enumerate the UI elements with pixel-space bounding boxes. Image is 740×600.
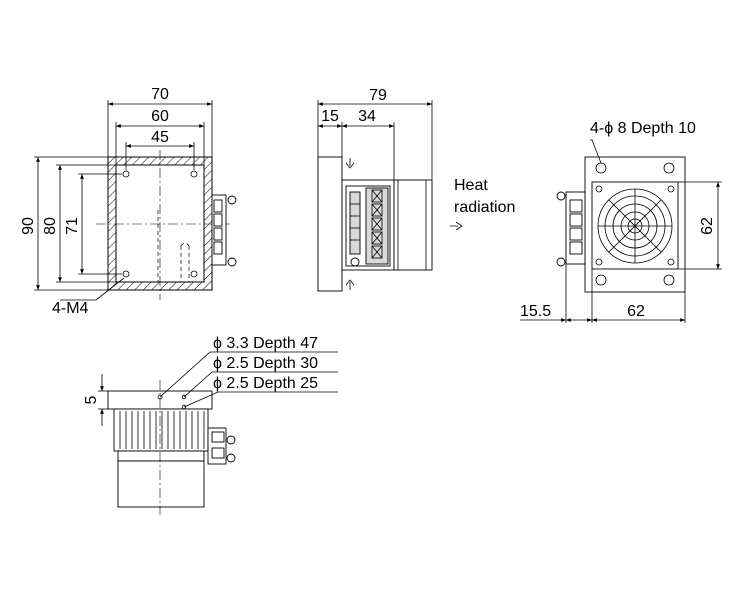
hole-3-label: ϕ 2.5 Depth 25 (213, 375, 318, 392)
dim-70-label: 70 (151, 86, 169, 103)
screw-leader: 4-M4 (52, 277, 125, 317)
dim-34-label: 34 (358, 108, 376, 125)
hole-leaders (159, 351, 338, 408)
dim-62-vertical-label: 62 (699, 217, 716, 235)
screw-hole-icon (122, 170, 130, 178)
fan-guard-icon (597, 188, 673, 264)
heat-label: Heat (454, 177, 488, 194)
dim-60-label: 60 (151, 108, 169, 125)
rear-dims: 62 15.5 62 (520, 181, 722, 323)
dim-90-label: 90 (20, 217, 37, 235)
rear-terminal-block (556, 191, 586, 267)
front-width-dims: 70 60 45 (107, 86, 213, 170)
heatsink-fins-icon (119, 411, 205, 449)
dim-15-label: 15 (321, 108, 339, 125)
screw-hole-icon (190, 270, 198, 278)
mount-hole-icon (663, 162, 675, 174)
airflow-up-arrow-icon (345, 279, 355, 290)
front-hidden-slot (180, 242, 190, 282)
side-terminal-block (345, 185, 391, 267)
bottom-heatsink (113, 408, 209, 452)
hole-1-label: ϕ 3.3 Depth 47 (213, 335, 318, 352)
front-height-dims: 90 80 71 (20, 156, 122, 291)
front-terminal-block (211, 194, 237, 267)
screw-hole-icon (190, 170, 198, 178)
bottom-thickness-dim: 5 (83, 374, 108, 426)
rear-mount-holes (595, 162, 675, 286)
hole-icon (181, 394, 187, 400)
front-screw-holes (122, 170, 198, 278)
hole-label: 4-ϕ 8 Depth 10 (590, 120, 696, 137)
screw-hole-icon (122, 270, 130, 278)
airflow-in-arrow-icon (345, 158, 355, 169)
hole-icon (157, 394, 163, 400)
radiation-label: radiation (454, 199, 515, 216)
screw-label: 4-M4 (52, 300, 89, 317)
hole-icon (181, 404, 187, 410)
bottom-terminal-block (207, 427, 236, 465)
hole-leader (590, 139, 602, 164)
hole-2-label: ϕ 2.5 Depth 30 (213, 355, 318, 372)
side-view: Heat radiation 79 15 34 (317, 87, 515, 292)
dim-79-label: 79 (369, 87, 387, 104)
dim-80-label: 80 (42, 217, 59, 235)
airflow-out-arrow-icon (450, 221, 463, 231)
dim-45-label: 45 (151, 129, 169, 146)
dim-15-5-label: 15.5 (520, 303, 551, 320)
mount-hole-icon (663, 274, 675, 286)
front-view: 70 60 45 90 80 71 4-M4 (20, 86, 237, 317)
dim-62-horizontal-label: 62 (627, 303, 645, 320)
bottom-holes (157, 394, 187, 410)
rear-view: 4-ϕ 8 Depth 10 62 15.5 62 (520, 120, 722, 323)
bottom-fan (117, 460, 205, 508)
dim-71-label: 71 (64, 217, 81, 235)
bottom-view: ϕ 3.3 Depth 47 ϕ 2.5 Depth 30 ϕ 2.5 Dept… (83, 335, 338, 515)
dim-5-label: 5 (83, 395, 100, 404)
mount-hole-icon (595, 274, 607, 286)
side-dims: 79 15 34 (317, 87, 433, 180)
side-mount-plate (317, 156, 343, 292)
